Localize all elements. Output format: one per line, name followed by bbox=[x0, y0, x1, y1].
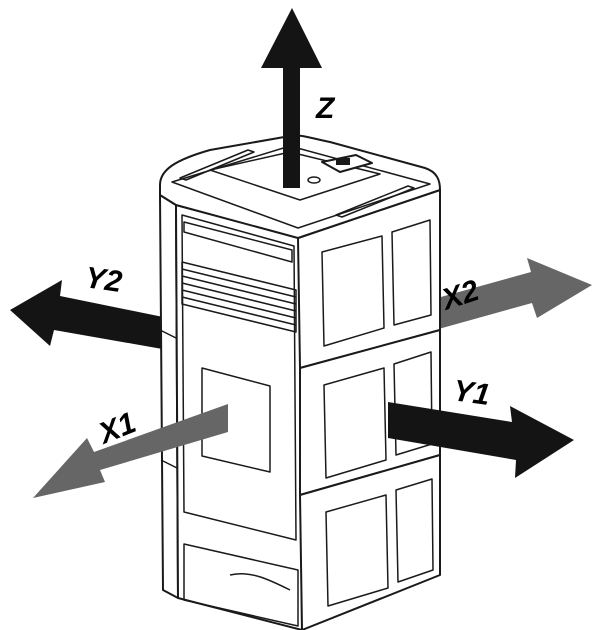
stove-top-recess bbox=[209, 151, 381, 201]
front-grille bbox=[181, 261, 297, 333]
ash-drawer bbox=[183, 543, 299, 627]
arrow-y1 bbox=[388, 402, 574, 478]
stove-top-rim bbox=[171, 145, 431, 229]
pellet-stove bbox=[159, 134, 441, 630]
arrow-x1 bbox=[33, 404, 228, 498]
label-y2: Y2 bbox=[83, 261, 124, 299]
stove-right-tier-bottom bbox=[299, 454, 441, 630]
tile-bot-left bbox=[325, 494, 389, 607]
label-y1: Y1 bbox=[451, 374, 492, 412]
tile-top-right bbox=[391, 219, 432, 326]
arrow-y2 bbox=[10, 280, 168, 350]
front-upper-panel bbox=[183, 221, 293, 263]
label-z: Z bbox=[315, 92, 336, 125]
arrow-z bbox=[261, 8, 322, 188]
top-vent-left bbox=[179, 149, 255, 181]
top-vent-right bbox=[335, 185, 415, 218]
control-panel-display bbox=[336, 158, 350, 165]
ash-drawer-handle bbox=[229, 572, 291, 591]
tile-top-left bbox=[321, 235, 385, 347]
arrow-x2 bbox=[430, 258, 592, 330]
front-inner-frame bbox=[181, 214, 297, 541]
left-side-seam-1 bbox=[159, 329, 177, 339]
left-side-seam-2 bbox=[160, 459, 178, 469]
tile-bot-right bbox=[395, 478, 434, 583]
tile-mid-left bbox=[323, 367, 387, 479]
top-outlet-hole bbox=[307, 176, 321, 184]
